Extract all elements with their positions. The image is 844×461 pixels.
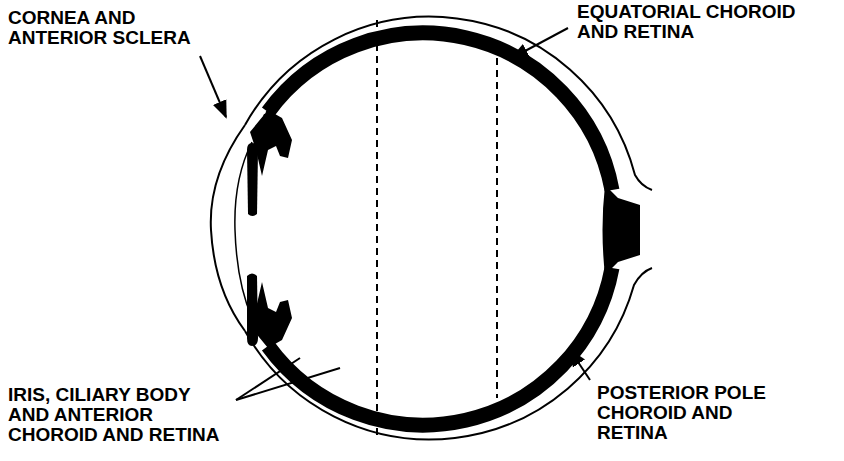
iris xyxy=(247,143,258,216)
part-label: POSTERIOR POLE CHOROID AND RETINA xyxy=(597,383,787,443)
leader-line xyxy=(236,358,300,400)
cornea xyxy=(211,125,245,331)
optic-nerve xyxy=(603,185,641,275)
sclera-outline xyxy=(245,268,652,439)
leader-line xyxy=(200,56,226,117)
choroid-band xyxy=(268,268,612,425)
iris xyxy=(247,274,258,347)
part-label: CORNEA AND ANTERIOR SCLERA xyxy=(8,8,208,48)
leader-line xyxy=(570,350,590,380)
sclera-outline xyxy=(245,17,652,190)
retina-edge xyxy=(264,33,616,188)
section-line xyxy=(496,58,498,398)
choroid-band xyxy=(268,33,612,190)
leader-line xyxy=(236,368,340,400)
leader-line xyxy=(512,28,568,58)
section-line xyxy=(376,20,378,436)
part-label: IRIS, CILIARY BODY AND ANTERIOR CHOROID … xyxy=(8,385,230,445)
part-label: EQUATORIAL CHOROID AND RETINA xyxy=(577,2,822,42)
